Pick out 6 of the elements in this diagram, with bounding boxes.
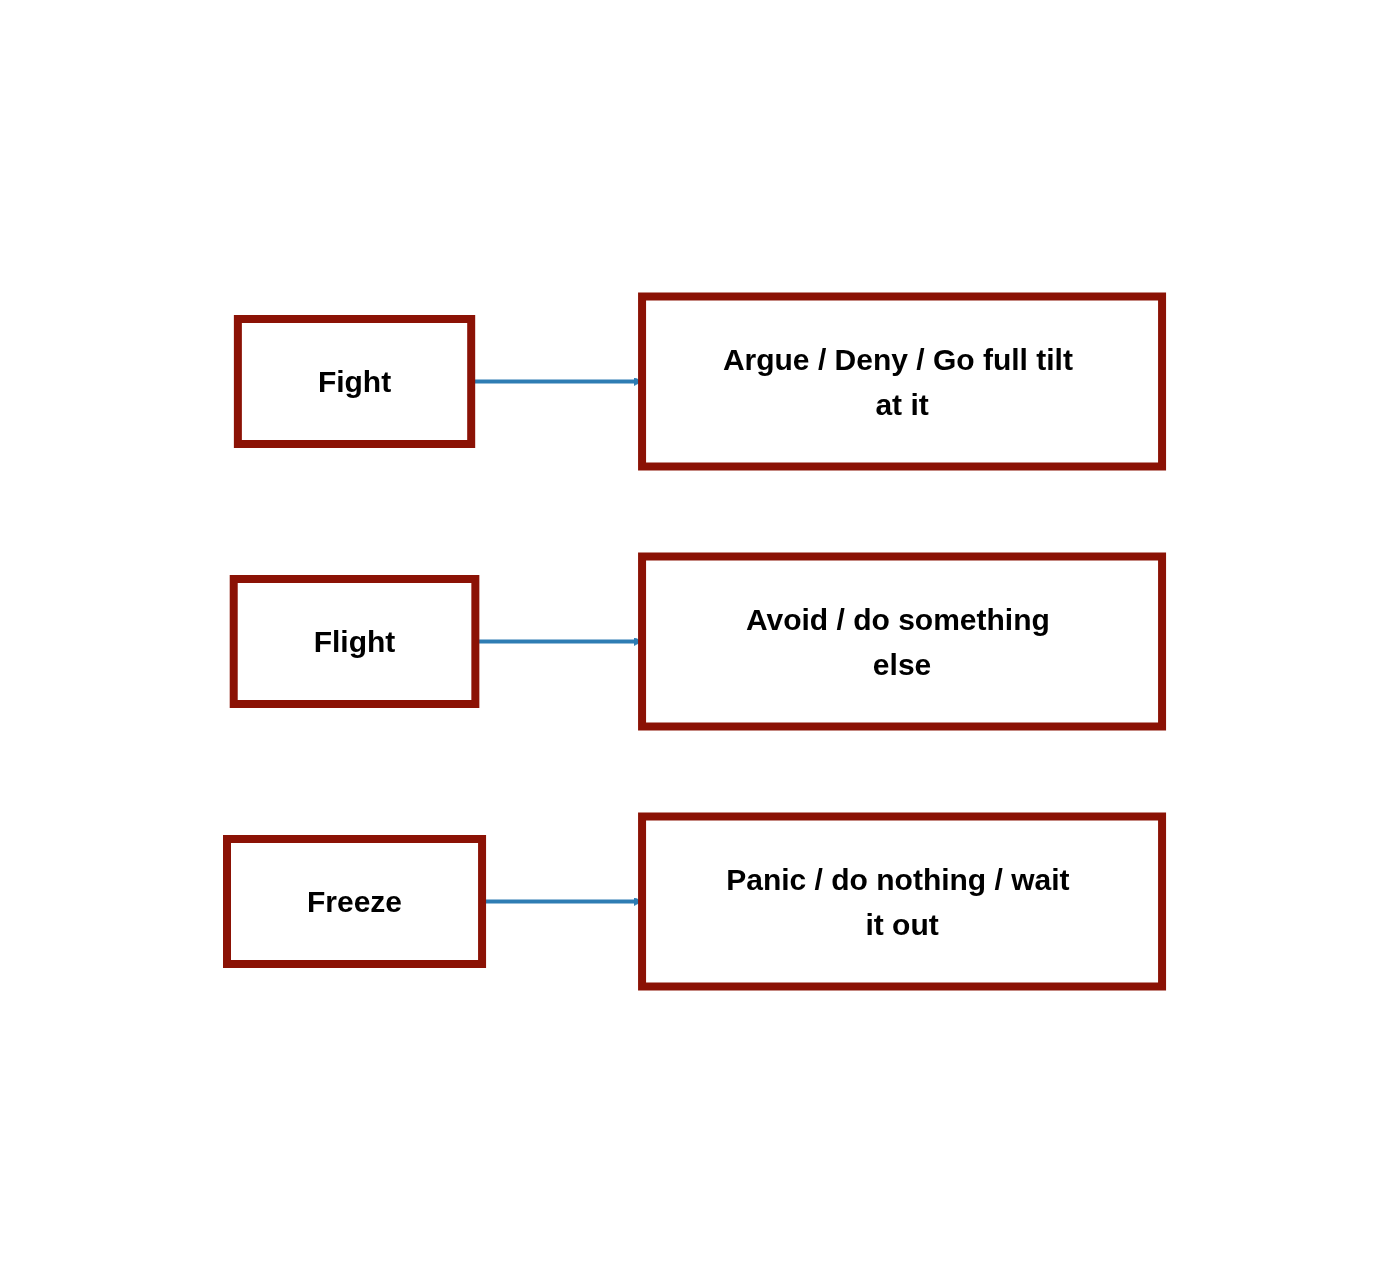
node-box: Fight (233, 315, 476, 448)
node-box: Freeze (222, 835, 487, 968)
node-box: Panic / do nothing / wait it out (638, 812, 1167, 991)
node-box: Flight (229, 575, 480, 708)
node-box: Avoid / do something else (638, 552, 1167, 731)
node-box: Argue / Deny / Go full tilt at it (638, 292, 1167, 471)
